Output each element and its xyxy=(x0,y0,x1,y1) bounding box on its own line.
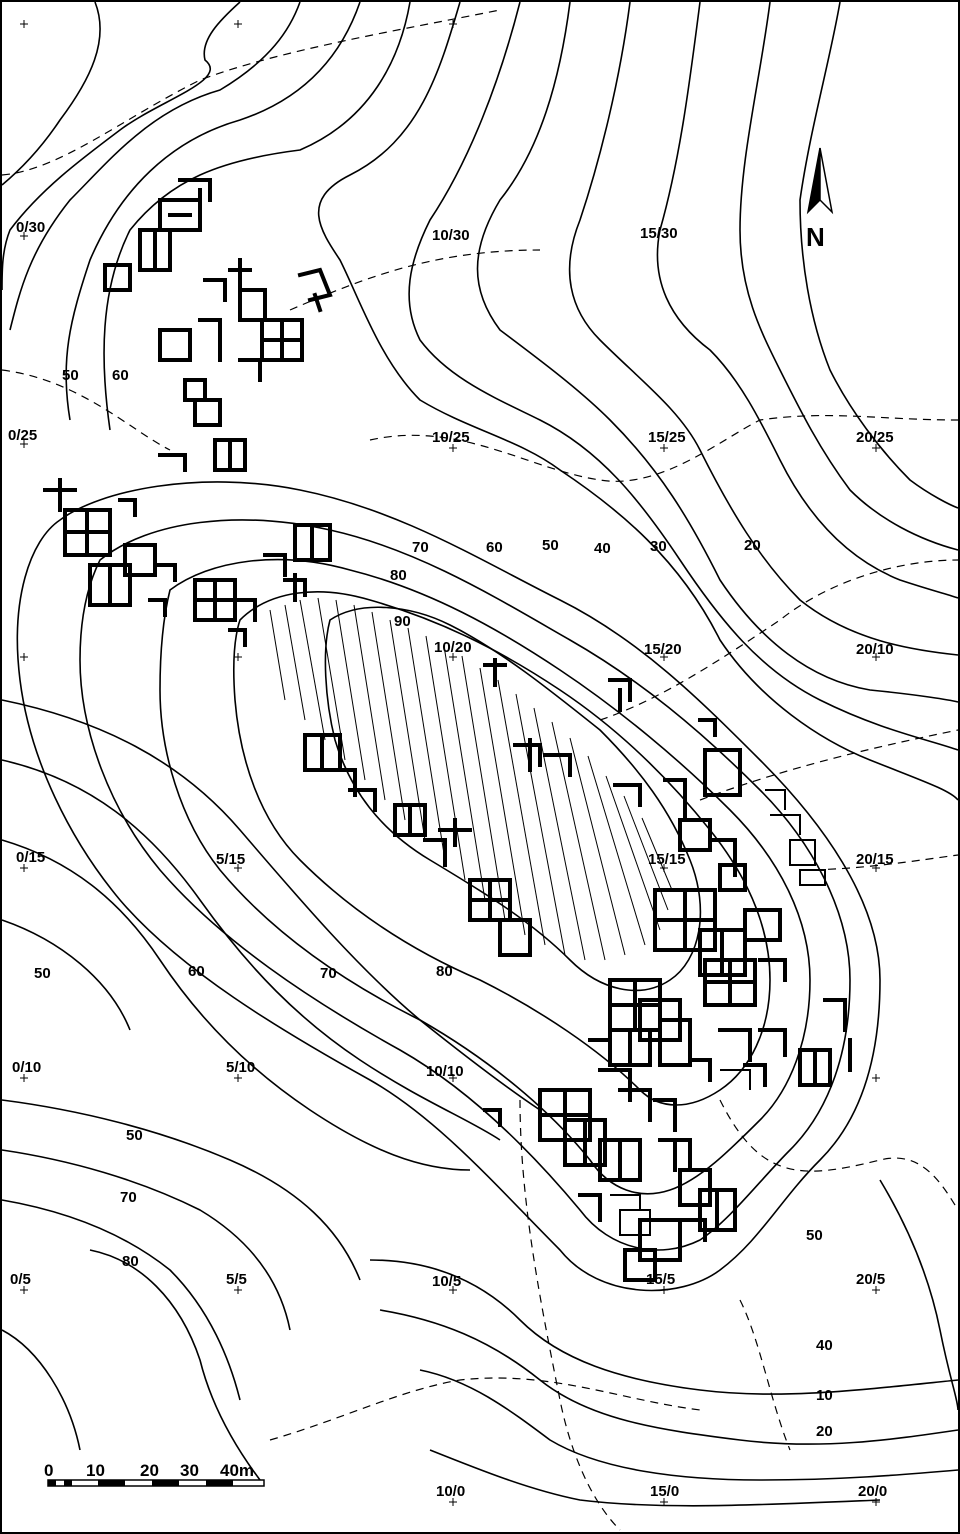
scale-tick-label: 0 xyxy=(44,1461,53,1480)
north-arrow: N xyxy=(806,147,834,252)
contour-label: 50 xyxy=(34,965,51,982)
grid-label: 5/10 xyxy=(226,1059,255,1076)
grid-label: 5/5 xyxy=(226,1271,247,1288)
contour-label: 60 xyxy=(188,963,205,980)
contour-label: 70 xyxy=(120,1189,137,1206)
grid-labels: 0/30 10/30 15/30 0/25 10/25 15/25 20/25 … xyxy=(8,219,894,1500)
scale-bar: 0 10 20 30 40m xyxy=(44,1461,265,1487)
scale-tick-label: 40m xyxy=(220,1461,254,1480)
contour-label: 90 xyxy=(394,613,411,630)
grid-label: 10/25 xyxy=(432,429,470,446)
grid-label: 15/15 xyxy=(648,851,686,868)
contour-label: 60 xyxy=(112,367,129,384)
contour-label: 70 xyxy=(412,539,429,556)
building-remains xyxy=(43,178,852,1282)
contour-label: 40 xyxy=(594,540,611,557)
contour-labels: 50 60 70 60 50 40 30 20 80 90 50 60 70 8… xyxy=(34,367,833,1440)
scale-tick-label: 20 xyxy=(140,1461,159,1480)
grid-label: 0/15 xyxy=(16,849,45,866)
grid-label: 20/10 xyxy=(856,641,894,658)
contour-label: 40 xyxy=(816,1337,833,1354)
contour-label: 80 xyxy=(390,567,407,584)
grid-label: 15/5 xyxy=(646,1271,675,1288)
grid-label: 10/20 xyxy=(434,639,472,656)
grid-label: 0/30 xyxy=(16,219,45,236)
contour-label: 20 xyxy=(816,1423,833,1440)
grid-label: 10/10 xyxy=(426,1063,464,1080)
grid-label: 5/15 xyxy=(216,851,245,868)
grid-label: 10/30 xyxy=(432,227,470,244)
contour-label: 30 xyxy=(650,538,667,555)
contour-label: 20 xyxy=(744,537,761,554)
grid-label: 20/25 xyxy=(856,429,894,446)
contour-label: 10 xyxy=(816,1387,833,1404)
grid-label: 20/5 xyxy=(856,1271,885,1288)
contour-label: 80 xyxy=(436,963,453,980)
grid-label: 15/25 xyxy=(648,429,686,446)
grid-label: 15/30 xyxy=(640,225,678,242)
grid-label: 15/0 xyxy=(650,1483,679,1500)
north-label: N xyxy=(806,222,825,252)
contour-label: 50 xyxy=(126,1127,143,1144)
grid-label: 20/0 xyxy=(858,1483,887,1500)
contour-label: 50 xyxy=(62,367,79,384)
contour-label: 80 xyxy=(122,1253,139,1270)
scale-tick-label: 10 xyxy=(86,1461,105,1480)
grid-label: 0/10 xyxy=(12,1059,41,1076)
grid-label: 20/15 xyxy=(856,851,894,868)
dashed-paths xyxy=(1,9,959,1531)
grid-label: 15/20 xyxy=(644,641,682,658)
contour-label: 60 xyxy=(486,539,503,556)
contour-label: 50 xyxy=(542,537,559,554)
grid-label: 0/25 xyxy=(8,427,37,444)
grid-label: 10/5 xyxy=(432,1273,461,1290)
contour-label: 50 xyxy=(806,1227,823,1244)
grid-crosses xyxy=(20,20,880,1506)
scale-tick-label: 30 xyxy=(180,1461,199,1480)
contour-label: 70 xyxy=(320,965,337,982)
grid-label: 0/5 xyxy=(10,1271,31,1288)
contour-lines xyxy=(1,1,959,1507)
grid-label: 10/0 xyxy=(436,1483,465,1500)
